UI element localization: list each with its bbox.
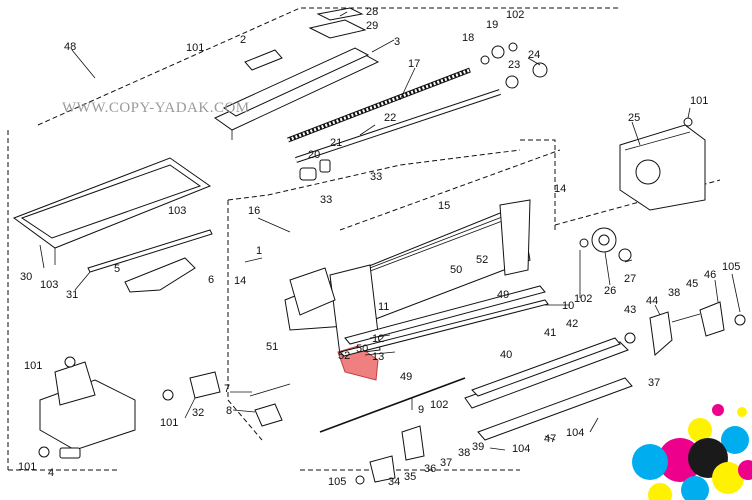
callout-30: 30 (20, 271, 32, 283)
callout-25: 25 (628, 112, 640, 124)
roller-22 (295, 89, 501, 163)
callout-35: 35 (404, 471, 416, 483)
callout-12: 12 (372, 333, 384, 345)
callout-40: 40 (500, 349, 512, 361)
left-lower-unit (38, 356, 136, 459)
callout-42: 42 (566, 318, 578, 330)
small-parts-left (162, 371, 291, 427)
callout-51: 51 (266, 341, 278, 353)
callout-32: 32 (192, 407, 204, 419)
callout-33b: 33 (320, 194, 332, 206)
callout-11: 11 (378, 301, 389, 313)
callout-24: 24 (528, 49, 540, 61)
roller-shaft-17 (287, 67, 471, 143)
assembly-boundary (7, 7, 721, 471)
shaft-9 (319, 377, 466, 433)
callout-2: 2 (240, 34, 246, 46)
callout-103b: 103 (40, 279, 58, 291)
callout-41: 41 (544, 327, 556, 339)
watermark: WWW.COPY-YADAK.COM (62, 100, 250, 116)
callout-26: 26 (604, 285, 616, 297)
callout-23: 23 (508, 59, 520, 71)
callout-105b: 105 (328, 476, 346, 488)
callout-3: 3 (394, 36, 400, 48)
callout-13: 13 (372, 351, 384, 363)
callout-52: 52 (476, 254, 488, 266)
callout-33: 33 (370, 171, 382, 183)
callout-16: 16 (248, 205, 260, 217)
leader-lines (39, 11, 741, 451)
callout-102b: 102 (574, 293, 592, 305)
lever-5 (124, 257, 196, 293)
side-frame-30 (12, 157, 212, 265)
callout-48: 48 (64, 41, 76, 53)
callout-labels: 48 28 29 3 2 101 19 102 18 24 17 23 22 2… (18, 6, 740, 488)
callout-10: 10 (562, 300, 574, 312)
callout-101e: 101 (18, 461, 36, 473)
callout-101b: 101 (690, 95, 708, 107)
gears-26-27 (579, 227, 632, 262)
callout-105: 105 (722, 261, 740, 273)
callout-20: 20 (308, 149, 320, 161)
right-side-parts (624, 301, 746, 356)
rod-31 (87, 229, 213, 273)
callout-18: 18 (462, 32, 474, 44)
callout-4: 4 (48, 467, 54, 479)
callout-44: 44 (646, 295, 658, 307)
callout-49b: 49 (400, 371, 412, 383)
callout-38b: 38 (458, 447, 470, 459)
callout-104: 104 (512, 443, 530, 455)
callout-101c: 101 (24, 360, 42, 372)
callout-14b: 14 (234, 275, 246, 287)
callout-101: 101 (186, 42, 204, 54)
rail-47 (477, 377, 633, 441)
callout-102c: 102 (430, 399, 448, 411)
callout-38: 38 (668, 287, 680, 299)
bottom-parts (355, 425, 425, 485)
callout-7: 7 (224, 383, 230, 395)
rods-12-13 (339, 285, 549, 357)
printer-ink-logo (632, 404, 752, 500)
gears-top (480, 42, 548, 89)
callout-46: 46 (704, 269, 716, 281)
callout-34: 34 (388, 476, 400, 488)
callout-101d: 101 (160, 417, 178, 429)
motor-housing-25 (619, 117, 706, 211)
callout-52b: 52 (338, 350, 350, 362)
callout-36: 36 (424, 463, 436, 475)
callout-5: 5 (114, 263, 120, 275)
main-chassis (284, 199, 531, 356)
callout-49: 49 (497, 289, 509, 301)
callout-21: 21 (330, 137, 342, 149)
callout-15: 15 (438, 200, 450, 212)
upper-guide-assembly (213, 47, 380, 140)
callout-9: 9 (418, 404, 424, 416)
callout-102: 102 (506, 9, 524, 21)
callout-8: 8 (226, 405, 232, 417)
callout-104b: 104 (566, 427, 584, 439)
callout-31: 31 (66, 289, 78, 301)
callout-22: 22 (384, 112, 396, 124)
top-plates (308, 7, 367, 39)
part-20-21 (299, 159, 331, 181)
callout-37b: 37 (440, 457, 452, 469)
callout-6: 6 (208, 274, 214, 286)
callout-14: 14 (554, 183, 566, 195)
callout-45: 45 (686, 278, 698, 290)
callout-27: 27 (624, 273, 636, 285)
callout-28: 28 (366, 6, 378, 18)
callout-29: 29 (366, 20, 378, 32)
callout-50b: 50 (356, 343, 368, 355)
bracket-40 (464, 337, 629, 409)
callout-47: 47 (544, 433, 556, 445)
callout-103: 103 (168, 205, 186, 217)
callout-39: 39 (472, 441, 484, 453)
callout-1: 1 (256, 245, 262, 257)
callout-17: 17 (408, 58, 420, 70)
callout-19: 19 (486, 19, 498, 31)
callout-37: 37 (648, 377, 660, 389)
callout-50: 50 (450, 264, 462, 276)
callout-43: 43 (624, 304, 636, 316)
